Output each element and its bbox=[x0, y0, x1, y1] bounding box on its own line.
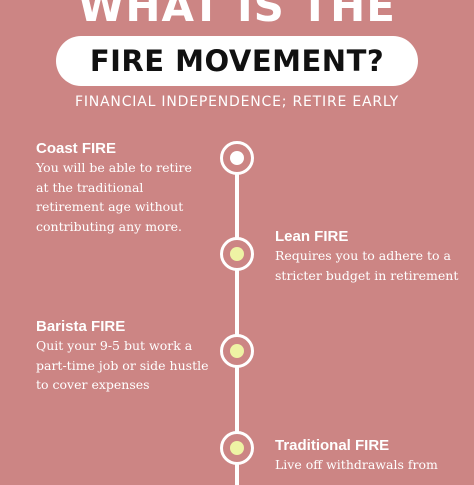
headline-pill: FIRE MOVEMENT? bbox=[56, 36, 418, 86]
entry-line: Live off withdrawals from bbox=[275, 457, 438, 472]
subtitle: FINANCIAL INDEPENDENCE; RETIRE EARLY bbox=[74, 94, 400, 110]
entry-traditional-fire: Traditional FIRE Live off withdrawals fr… bbox=[275, 437, 438, 475]
entry-line: Requires you to adhere to a bbox=[275, 248, 451, 263]
timeline-dot-coast bbox=[230, 151, 244, 165]
entry-line: to cover expenses bbox=[36, 377, 150, 392]
entry-coast-fire: Coast FIRE You will be able to retire at… bbox=[36, 140, 192, 236]
timeline-dot-traditional bbox=[230, 441, 244, 455]
entry-line: contributing any more. bbox=[36, 218, 182, 234]
entry-lean-fire: Lean FIRE Requires you to adhere to a st… bbox=[275, 228, 458, 285]
timeline-node-lean bbox=[220, 237, 254, 271]
entry-title: Traditional FIRE bbox=[275, 437, 390, 454]
entry-title: Coast FIRE bbox=[36, 140, 117, 157]
entry-line: at the traditional bbox=[36, 179, 144, 195]
entry-line: stricter budget in retirement bbox=[275, 267, 459, 283]
entry-line: You will be able to retire bbox=[36, 160, 192, 175]
entry-line: Quit your 9-5 but work a bbox=[36, 338, 193, 353]
entry-title: Barista FIRE bbox=[36, 318, 126, 335]
timeline-node-traditional bbox=[220, 431, 254, 465]
timeline-dot-lean bbox=[230, 247, 244, 261]
timeline-line bbox=[235, 155, 239, 485]
timeline-node-coast bbox=[220, 141, 254, 175]
headline-main: FIRE MOVEMENT? bbox=[89, 44, 385, 78]
timeline-node-barista bbox=[220, 334, 254, 368]
timeline-dot-barista bbox=[230, 344, 244, 358]
entry-line: retirement age without bbox=[36, 199, 184, 214]
entry-barista-fire: Barista FIRE Quit your 9-5 but work a pa… bbox=[36, 318, 209, 395]
headline-top: WHAT IS THE bbox=[78, 0, 396, 31]
entry-line: part-time job or side hustle bbox=[36, 357, 209, 373]
entry-title: Lean FIRE bbox=[275, 228, 349, 245]
